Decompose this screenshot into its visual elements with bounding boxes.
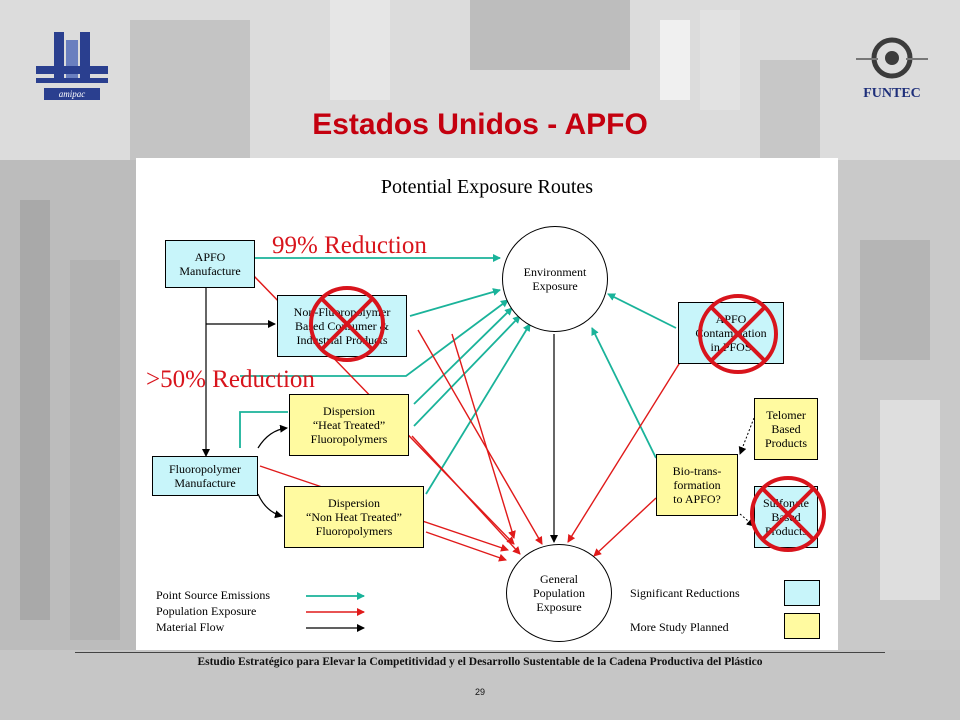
emission-bio-env — [591, 327, 657, 459]
node-text: Fluoropolymer — [169, 462, 241, 476]
node-general-population-exposure: General Population Exposure — [506, 544, 612, 642]
node-biotransformation: Bio-trans- formation to APFO? — [656, 454, 738, 516]
node-text: formation — [673, 478, 721, 492]
callout-50-reduction: >50% Reduction — [146, 366, 315, 393]
exposure-contamination-general — [567, 355, 685, 543]
node-text: General — [540, 572, 578, 586]
node-text: Bio-trans- — [672, 464, 722, 478]
exposure-nonheat-general — [425, 531, 507, 562]
flow-fluoro-nonheat — [257, 493, 283, 519]
page-number: 29 — [474, 687, 485, 697]
node-text: Exposure — [532, 279, 578, 293]
legend-label-emission: Point Source Emissions — [156, 588, 271, 602]
amipac-logo — [36, 32, 108, 100]
legend-swatch-significant — [784, 580, 820, 606]
flow-bio-sulfonate — [739, 513, 755, 527]
node-fluoropolymer-manufacture: Fluoropolymer Manufacture — [152, 456, 258, 496]
node-text: APFO — [194, 250, 226, 264]
legend-swatch-more-study — [784, 613, 820, 639]
node-text: “Heat Treated” — [312, 418, 386, 432]
node-text: Based Consumer & — [295, 319, 389, 333]
emission-nonheat-env — [425, 323, 531, 495]
node-environment-exposure: Environment Exposure — [502, 226, 608, 332]
legend-label-more-study: More Study Planned — [630, 620, 729, 634]
exposure-nonfluoro-general — [417, 329, 543, 545]
node-text: in PFOS — [710, 340, 752, 354]
funtec-logo-text: FUNTEC — [863, 86, 921, 101]
node-text: Fluoropolymers — [310, 432, 388, 446]
node-sulfonate-products: Sulfonate Based Products — [754, 486, 818, 548]
slide-title: Estados Unidos - APFO — [312, 108, 648, 141]
emission-fluoro-env — [239, 316, 520, 448]
node-text: Fluoropolymers — [315, 524, 393, 538]
emission-contamination-env — [607, 293, 677, 329]
node-text: Exposure — [536, 600, 582, 614]
footer-divider — [75, 652, 885, 653]
node-text: Industrial Products — [296, 333, 388, 347]
node-text: Dispersion — [328, 496, 380, 510]
node-non-fluoropolymer-products: Non-Fluoropolymer Based Consumer & Indus… — [277, 295, 407, 357]
diagram-title: Potential Exposure Routes — [380, 176, 594, 198]
node-text: Based — [771, 510, 801, 524]
node-text: Sulfonate — [763, 496, 809, 510]
node-text: Based — [771, 422, 801, 436]
node-text: Manufacture — [179, 264, 241, 278]
exposure-env-general-side — [451, 333, 516, 539]
node-apfo-contamination: APFO Contamination in PFOS — [678, 302, 784, 364]
node-text: Products — [765, 524, 807, 538]
node-text: Products — [765, 436, 807, 450]
footer-text: Estudio Estratégico para Elevar la Compe… — [197, 656, 763, 668]
node-text: to APFO? — [673, 492, 721, 506]
node-text: Manufacture — [174, 476, 236, 490]
exposure-bio-general — [593, 497, 657, 557]
emission-reduction-env — [240, 299, 509, 377]
node-text: Population — [532, 586, 585, 600]
node-text: APFO — [715, 312, 747, 326]
callout-99-reduction: 99% Reduction — [272, 232, 427, 259]
amipac-logo-text: amipac — [58, 89, 86, 99]
node-dispersion-heat-treated: Dispersion “Heat Treated” Fluoropolymers — [289, 394, 409, 456]
legend-label-significant: Significant Reductions — [630, 586, 740, 600]
node-text: Contamination — [695, 326, 767, 340]
node-text: Environment — [523, 265, 587, 279]
node-text: Non-Fluoropolymer — [293, 305, 391, 319]
flow-fluoro-heat — [257, 424, 288, 449]
exposure-routes-diagram: Potential Exposure Routes APFO Manufactu… — [136, 158, 838, 650]
emission-heat-env — [413, 307, 513, 405]
node-dispersion-non-heat-treated: Dispersion “Non Heat Treated” Fluoropoly… — [284, 486, 424, 548]
legend-label-material: Material Flow — [156, 620, 225, 634]
legend-label-population: Population Exposure — [156, 604, 257, 618]
node-telomer-products: Telomer Based Products — [754, 398, 818, 460]
node-apfo-manufacture: APFO Manufacture — [165, 240, 255, 288]
funtec-logo — [856, 37, 928, 79]
node-text: “Non Heat Treated” — [306, 510, 402, 524]
node-text: Telomer — [766, 408, 806, 422]
emission-nonfluoro-env — [409, 288, 501, 317]
flow-telomer-bio — [738, 417, 755, 455]
diagram-connectors — [202, 254, 755, 632]
node-text: Dispersion — [323, 404, 375, 418]
